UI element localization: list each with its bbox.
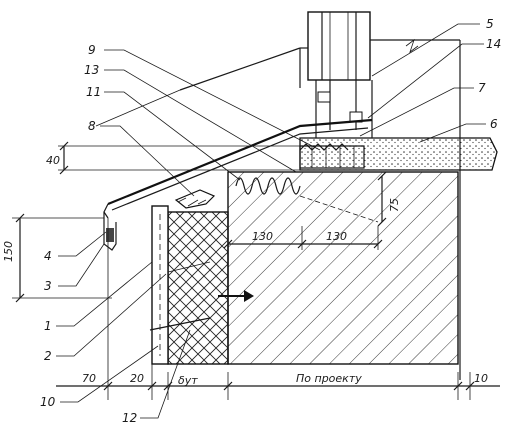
- leader-lines: [56, 23, 486, 419]
- label-3: 3: [44, 279, 52, 293]
- dim-130-right: 130: [326, 230, 347, 243]
- label-14: 14: [486, 37, 501, 51]
- facing-layer: [151, 205, 169, 365]
- wall-body: [227, 171, 459, 365]
- direction-arrow: [218, 290, 254, 302]
- label-1: 1: [44, 319, 52, 333]
- label-7: 7: [478, 81, 486, 95]
- label-13: 13: [84, 63, 99, 77]
- dim-130-left: 130: [252, 230, 273, 243]
- label-9: 9: [88, 43, 96, 57]
- window-frame: [299, 11, 461, 380]
- dim-20: 20: [130, 372, 144, 385]
- dim-40: 40: [46, 154, 60, 167]
- floor-slab: [299, 137, 498, 171]
- dimension-texts: 40 150 130 130 75 70 20 δут По проекту 1…: [2, 154, 488, 387]
- label-12: 12: [122, 411, 137, 425]
- dim-insulation-thickness: δут: [178, 374, 198, 387]
- dim-70: 70: [82, 372, 96, 385]
- heating-cable: [235, 143, 365, 195]
- dim-150: 150: [2, 241, 15, 262]
- dim-per-project: По проекту: [296, 372, 362, 385]
- label-5: 5: [486, 17, 494, 31]
- label-4: 4: [44, 249, 52, 263]
- dim-10: 10: [474, 372, 488, 385]
- callout-labels: 5 14 7 6 9 13 11 8 4 3 1 2 10 12: [40, 17, 501, 425]
- drip-nozzle: [103, 212, 117, 251]
- roof-slope: [95, 47, 373, 219]
- dim-75: 75: [388, 198, 401, 212]
- label-8: 8: [88, 119, 96, 133]
- insulation: [167, 211, 229, 365]
- label-6: 6: [490, 117, 498, 131]
- label-10: 10: [40, 395, 56, 409]
- dimension-lines: [12, 141, 500, 400]
- label-2: 2: [44, 349, 52, 363]
- label-11: 11: [86, 85, 101, 99]
- junction-element: [174, 189, 216, 209]
- anchors: [149, 261, 211, 331]
